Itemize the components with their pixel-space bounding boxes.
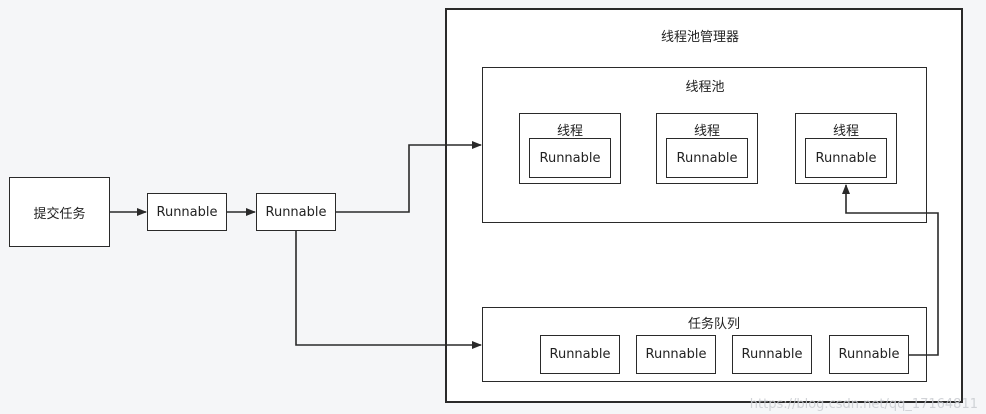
- thread-runnable-1: Runnable: [529, 138, 611, 178]
- flow-runnable-2: Runnable: [256, 193, 336, 231]
- thread-title-1: 线程: [556, 124, 584, 139]
- task-queue-title: 任务队列: [687, 317, 741, 332]
- queue-runnable-2: Runnable: [636, 335, 716, 374]
- thread-runnable-3: Runnable: [805, 138, 887, 178]
- thread-runnable-2: Runnable: [666, 138, 748, 178]
- queue-runnable-4: Runnable: [829, 335, 909, 374]
- submit-task-box: 提交任务: [9, 177, 110, 247]
- thread-title-2: 线程: [693, 124, 721, 139]
- manager-title: 线程池管理器: [660, 30, 740, 45]
- thread-title-3: 线程: [832, 124, 860, 139]
- thread-pool-title: 线程池: [685, 80, 725, 95]
- watermark: https://blog.csdn.net/qq_17164811: [749, 397, 978, 412]
- queue-runnable-1: Runnable: [540, 335, 620, 374]
- queue-runnable-3: Runnable: [732, 335, 812, 374]
- flow-runnable-1: Runnable: [147, 193, 227, 231]
